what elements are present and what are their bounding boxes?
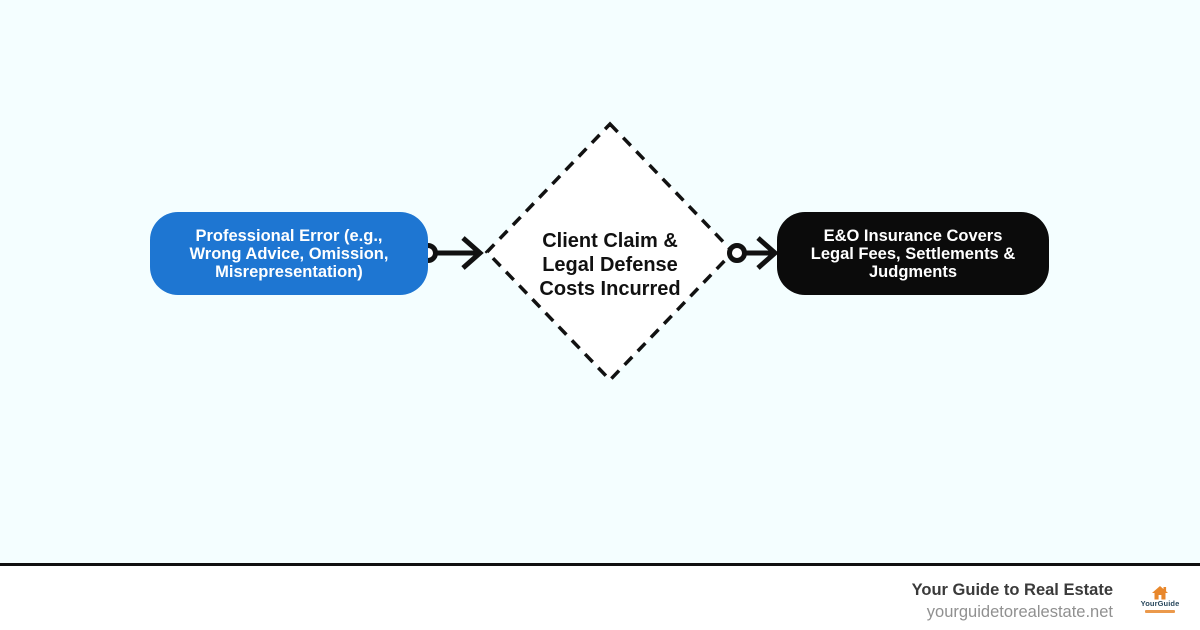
connector-arrow-2 bbox=[727, 236, 779, 270]
logo-wordmark: YourGuide bbox=[1140, 598, 1180, 608]
brand-title: Your Guide to Real Estate bbox=[911, 581, 1113, 599]
connector-start-dot-2 bbox=[727, 243, 747, 263]
node-professional-error-label: Professional Error (e.g., Wrong Advice, … bbox=[189, 226, 389, 281]
connector-arrow-1 bbox=[418, 236, 484, 270]
footer-bar: Your Guide to Real Estate yourguidetorea… bbox=[0, 563, 1200, 630]
diamond-shape bbox=[484, 121, 736, 383]
node-insurance-coverage: E&O Insurance Covers Legal Fees, Settlem… bbox=[777, 212, 1049, 295]
footer-text-block: Your Guide to Real Estate yourguidetorea… bbox=[912, 579, 1113, 623]
node-client-claim-label: Client Claim & Legal Defense Costs Incur… bbox=[539, 230, 681, 300]
website-url: yourguidetorealestate.net bbox=[926, 603, 1113, 621]
node-insurance-coverage-label: E&O Insurance Covers Legal Fees, Settlem… bbox=[810, 226, 1016, 281]
node-professional-error: Professional Error (e.g., Wrong Advice, … bbox=[150, 212, 428, 295]
logo-tagline-mark bbox=[1145, 609, 1175, 613]
brand-logo: YourGuide bbox=[1138, 578, 1182, 620]
house-icon bbox=[1152, 585, 1168, 599]
